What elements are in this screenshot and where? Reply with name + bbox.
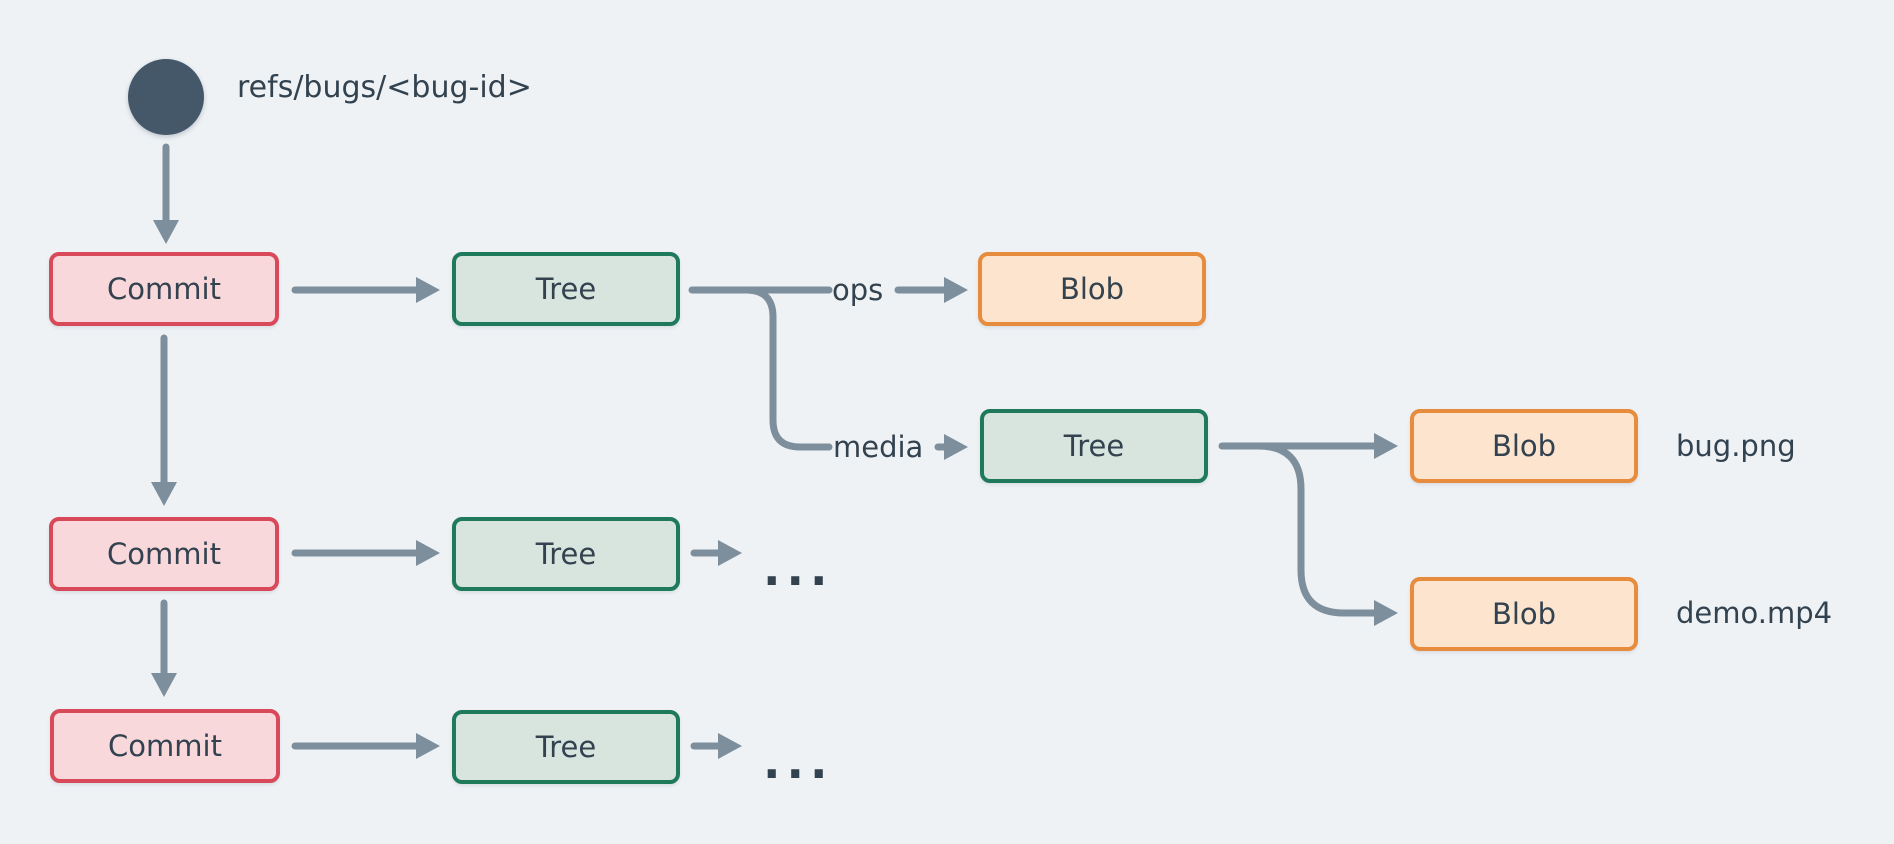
- blob-node-bug: Blob: [1410, 409, 1638, 483]
- tree-node-4: Tree: [452, 710, 680, 784]
- file-label-demo-mp4: demo.mp4: [1676, 596, 1833, 630]
- arrow-tree2-to-blob-demo: [1254, 442, 1398, 626]
- ellipsis-row3: ...: [763, 542, 834, 596]
- tree-node-2: Tree: [980, 409, 1208, 483]
- tree-node-1: Tree: [452, 252, 680, 326]
- blob-node-demo: Blob: [1410, 577, 1638, 651]
- tree-node-3: Tree: [452, 517, 680, 591]
- ellipsis-row4: ...: [763, 735, 834, 789]
- file-label-bug-png: bug.png: [1676, 429, 1796, 463]
- commit-node-2: Commit: [49, 517, 279, 591]
- edge-label-ops: ops: [832, 273, 884, 307]
- commit-node-1: Commit: [49, 252, 279, 326]
- line-tree1-branch-to-media-label: [742, 286, 833, 451]
- ref-circle: [128, 59, 204, 135]
- ref-label: refs/bugs/<bug-id>: [237, 70, 532, 105]
- blob-node-ops: Blob: [978, 252, 1206, 326]
- commit-node-3: Commit: [50, 709, 280, 783]
- edge-label-media: media: [833, 430, 924, 464]
